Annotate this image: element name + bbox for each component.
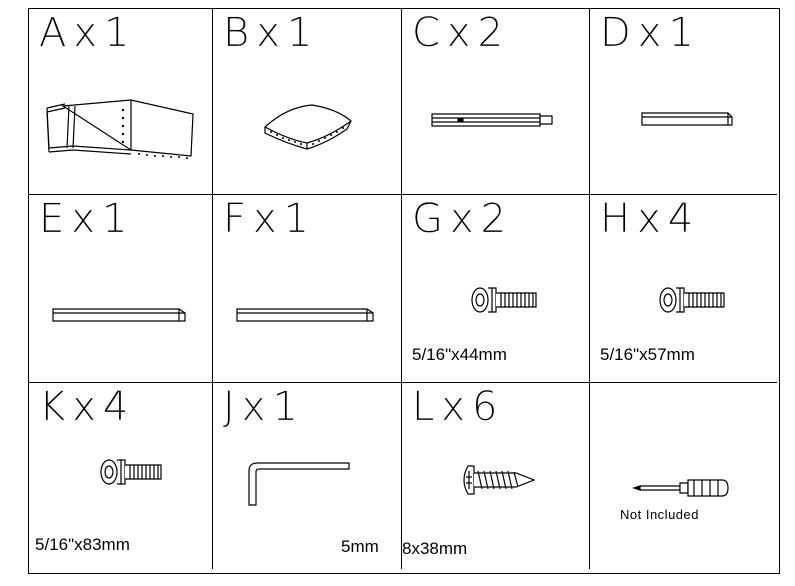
short-bar-icon xyxy=(640,109,740,129)
part-cell-a: Ax1 xyxy=(29,9,213,195)
part-label-g: Gx2 xyxy=(412,196,514,242)
part-cell-h: Hx4 5/16"x57mm xyxy=(590,195,777,383)
bar-with-end-icon xyxy=(430,109,555,131)
part-label-a: Ax1 xyxy=(39,10,137,56)
seat-frame-icon xyxy=(43,94,203,159)
part-cell-e: Ex1 xyxy=(29,195,213,383)
part-label-f: Fx1 xyxy=(223,196,317,242)
part-label-d: Dx1 xyxy=(600,10,701,56)
long-bar-icon xyxy=(235,305,380,325)
part-cell-d: Dx1 xyxy=(590,9,777,195)
part-cell-k: Kx4 5/16"x83mm xyxy=(29,383,213,569)
not-included-label: Not Included xyxy=(620,507,699,522)
part-cell-b: Bx1 xyxy=(213,9,402,195)
part-label-l: Lx6 xyxy=(412,384,505,430)
part-cell-j: Jx1 5mm xyxy=(213,383,402,569)
part-cell-l: Lx6 8x38mm xyxy=(402,383,590,569)
screwdriver-icon xyxy=(632,475,732,501)
seat-cushion-icon xyxy=(257,99,357,154)
screw-icon xyxy=(458,463,538,497)
part-cell-tool: Not Included xyxy=(590,383,777,569)
long-bar-icon xyxy=(51,305,191,325)
part-label-h: Hx4 xyxy=(600,196,701,242)
bolt-size-label: 5/16"x44mm xyxy=(412,345,507,364)
part-label-e: Ex1 xyxy=(39,196,135,242)
bolt-icon xyxy=(470,283,540,317)
bolt-size-label: 5/16"x83mm xyxy=(35,535,130,554)
bolt-icon xyxy=(658,283,728,317)
part-cell-c: Cx2 xyxy=(402,9,590,195)
part-cell-g: Gx2 5/16"x44mm xyxy=(402,195,590,383)
hex-key-icon xyxy=(243,459,353,509)
bolt-size-label: 5/16"x57mm xyxy=(600,345,695,364)
parts-grid: Ax1 Bx1 Cx2 xyxy=(28,8,780,574)
part-label-c: Cx2 xyxy=(412,10,511,56)
screw-size-label: 8x38mm xyxy=(402,539,468,558)
part-label-b: Bx1 xyxy=(223,10,320,56)
part-label-k: Kx4 xyxy=(39,384,136,430)
bolt-icon xyxy=(99,455,169,489)
part-label-j: Jx1 xyxy=(223,384,305,430)
part-cell-f: Fx1 xyxy=(213,195,402,383)
hex-key-size-label: 5mm xyxy=(341,537,379,556)
